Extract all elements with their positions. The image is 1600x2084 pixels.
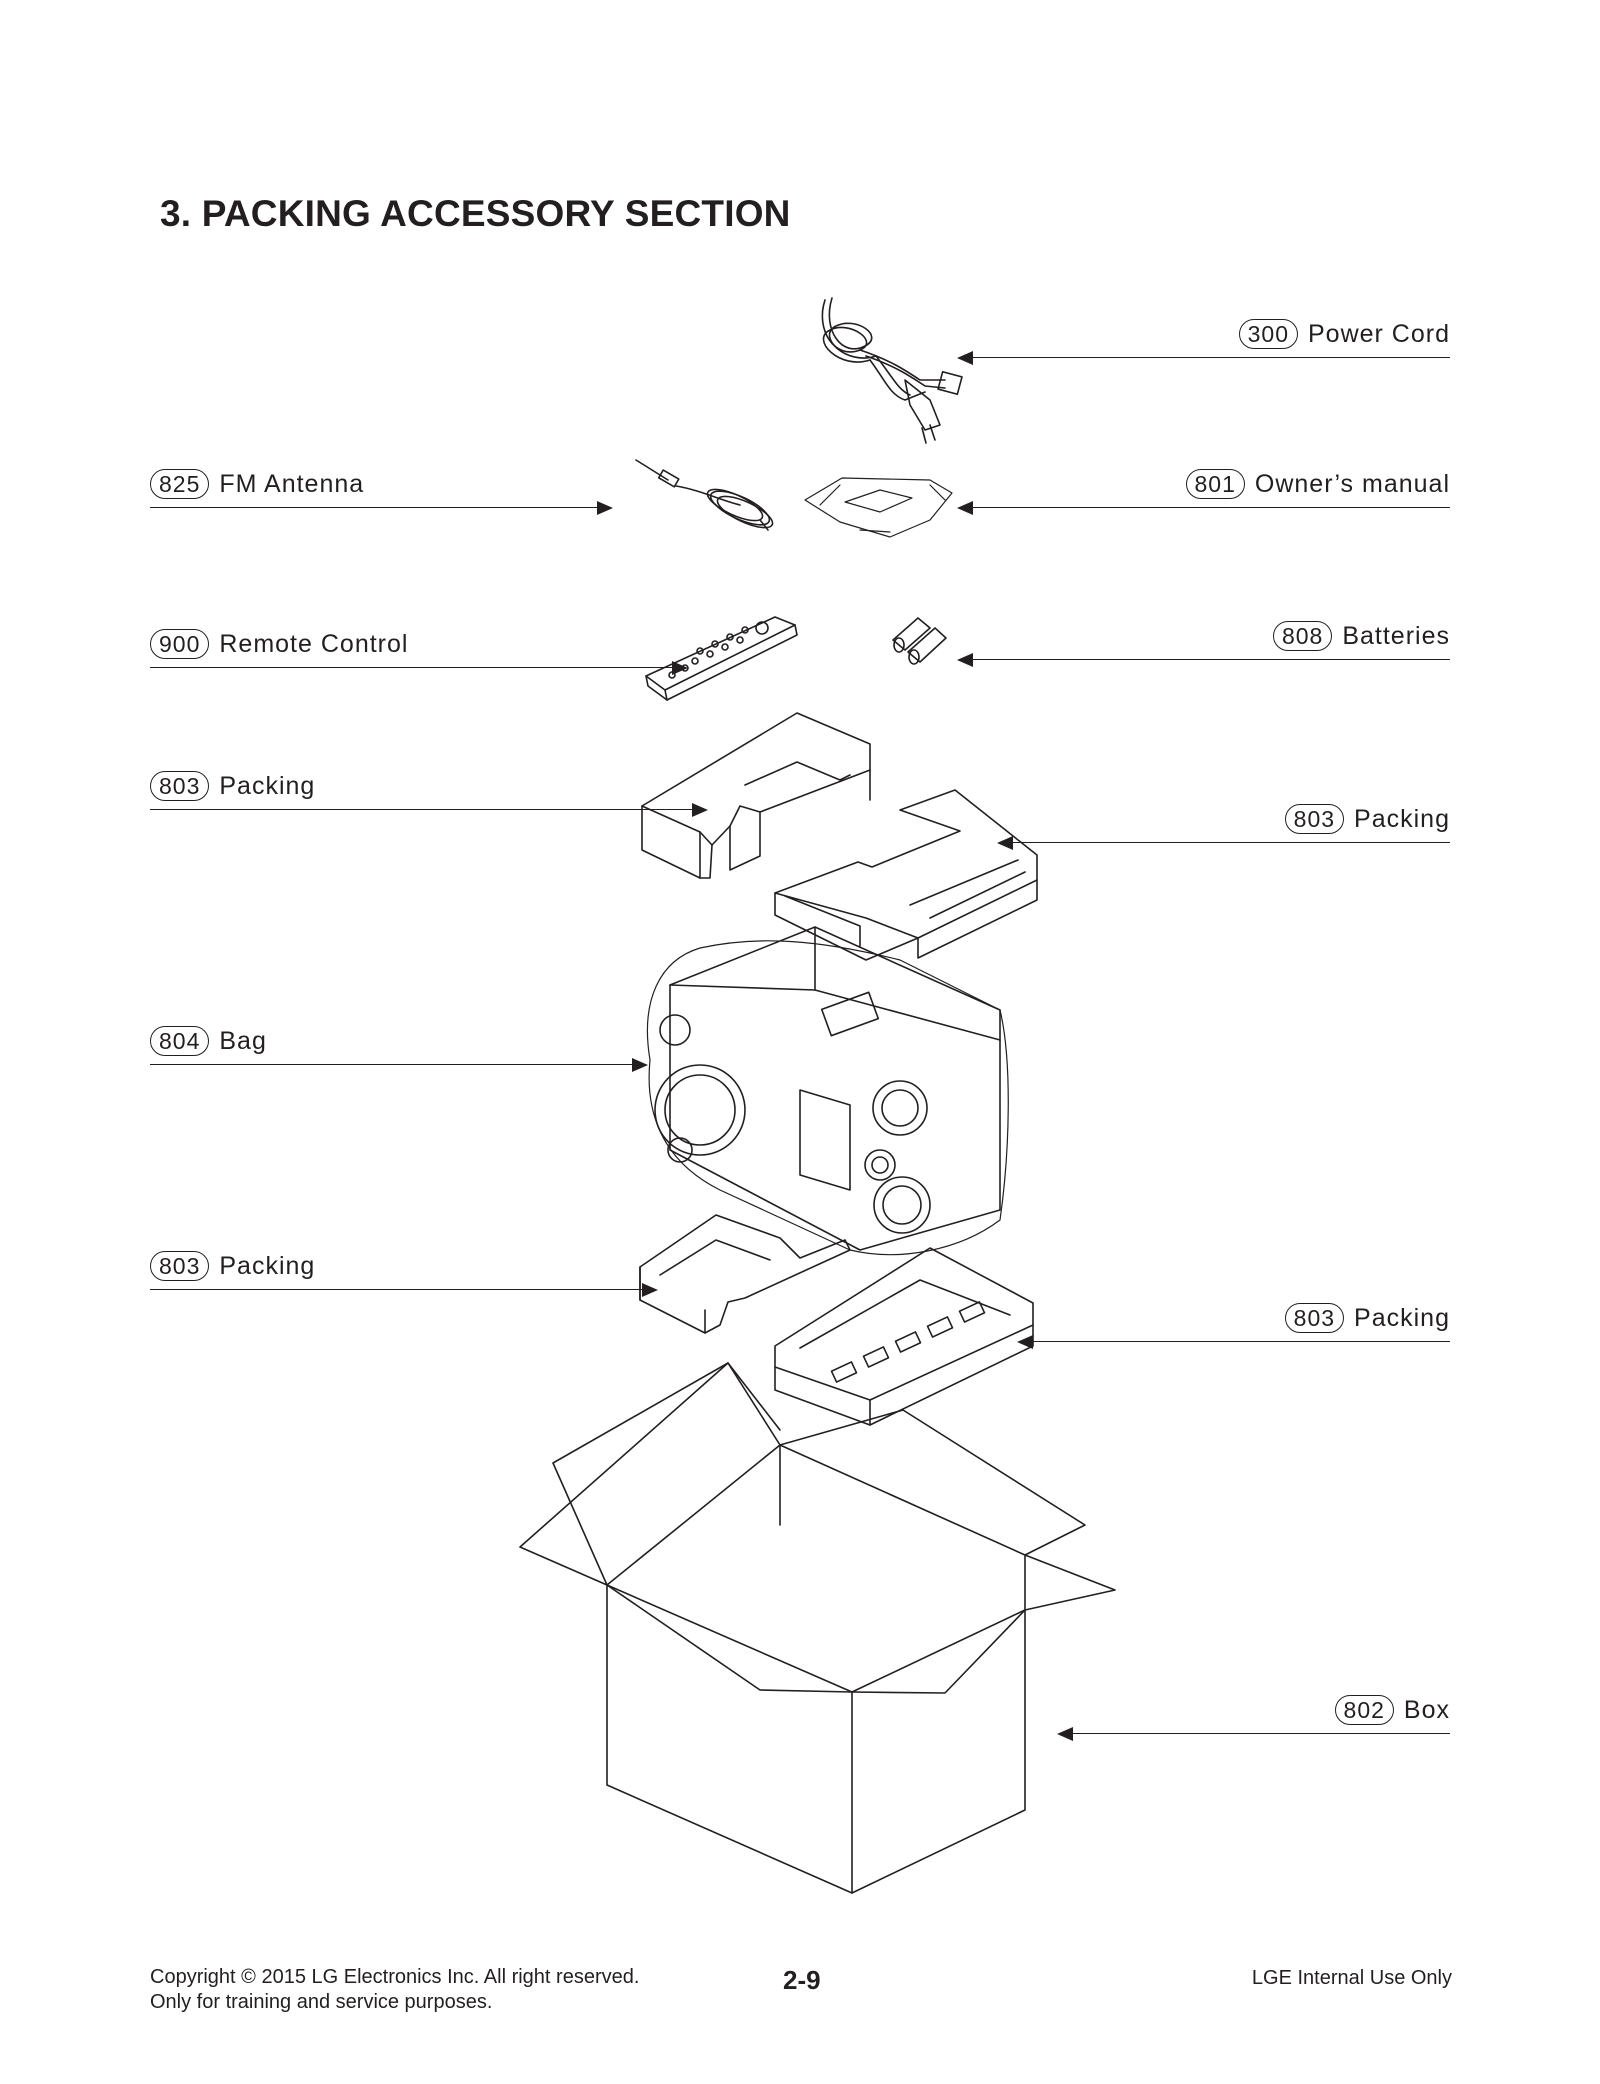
carton-box-drawing	[519, 1362, 1116, 1894]
part-label: Remote Control	[219, 629, 409, 658]
arrow-icon	[632, 1058, 648, 1072]
part-label: FM Antenna	[219, 469, 365, 498]
batteries-drawing	[892, 617, 947, 665]
callout-owners-manual: 801 Owner’s manual	[957, 468, 1450, 515]
page-number: 2-9	[783, 1965, 821, 1995]
arrow-icon	[957, 351, 973, 365]
arrow-icon	[1017, 1335, 1033, 1349]
part-number: 803	[150, 771, 210, 801]
part-label: Batteries	[1342, 621, 1450, 650]
part-label: Packing	[219, 771, 316, 800]
internal-use-notice: LGE Internal Use Only	[1251, 1967, 1452, 1989]
part-number: 802	[1334, 1695, 1394, 1725]
part-label: Packing	[219, 1251, 316, 1280]
bottom-right-packing-drawing	[774, 1247, 1034, 1426]
arrow-icon	[597, 501, 613, 515]
callout-box: 802 Box	[1057, 1694, 1450, 1741]
callout-power-cord: 300 Power Cord	[957, 318, 1450, 365]
arrow-icon	[957, 501, 973, 515]
part-label: Owner’s manual	[1254, 469, 1450, 498]
arrow-icon	[642, 1283, 658, 1297]
remote-drawing	[645, 616, 798, 701]
audio-unit-drawing	[646, 926, 1009, 1256]
part-number: 803	[150, 1251, 210, 1281]
part-number: 300	[1238, 319, 1298, 349]
part-number: 804	[150, 1026, 210, 1056]
callout-remote-control: 900 Remote Control	[150, 628, 688, 675]
callout-bag: 804 Bag	[150, 1025, 648, 1072]
bottom-left-packing-drawing	[639, 1214, 851, 1334]
callout-packing-bottom-left: 803 Packing	[150, 1250, 658, 1297]
page-title: 3. PACKING ACCESSORY SECTION	[160, 193, 791, 234]
part-label: Packing	[1354, 1303, 1450, 1332]
arrow-icon	[672, 661, 688, 675]
owners-manual-drawing	[804, 477, 953, 538]
part-number: 803	[1284, 1303, 1345, 1333]
arrow-icon	[692, 803, 708, 817]
copyright-text: Copyright © 2015 LG Electronics Inc. All…	[150, 1966, 640, 1988]
footer-copyright: Copyright © 2015 LG Electronics Inc. All…	[150, 1965, 639, 2015]
part-label: Box	[1403, 1695, 1450, 1724]
part-label: Bag	[219, 1026, 267, 1055]
arrow-icon	[957, 653, 973, 667]
part-number: 801	[1185, 469, 1245, 499]
arrow-icon	[997, 836, 1013, 850]
top-right-packing-drawing	[774, 789, 1038, 961]
callout-packing-top-left: 803 Packing	[150, 770, 708, 817]
top-left-packing-drawing	[641, 712, 871, 879]
arrow-icon	[1057, 1727, 1073, 1741]
power-cord-drawing	[821, 297, 963, 444]
part-number: 803	[1284, 804, 1345, 834]
callout-packing-bottom-right: 803 Packing	[1017, 1302, 1450, 1349]
fm-antenna-drawing	[635, 459, 774, 531]
part-label: Power Cord	[1308, 319, 1450, 348]
part-number: 808	[1272, 621, 1333, 651]
purpose-text: Only for training and service purposes.	[150, 1991, 493, 2013]
callout-packing-top-right: 803 Packing	[997, 803, 1450, 850]
part-number: 825	[150, 469, 210, 499]
part-number: 900	[150, 629, 210, 659]
callout-fm-antenna: 825 FM Antenna	[150, 468, 613, 515]
part-label: Packing	[1354, 804, 1450, 833]
callout-batteries: 808 Batteries	[957, 620, 1450, 667]
